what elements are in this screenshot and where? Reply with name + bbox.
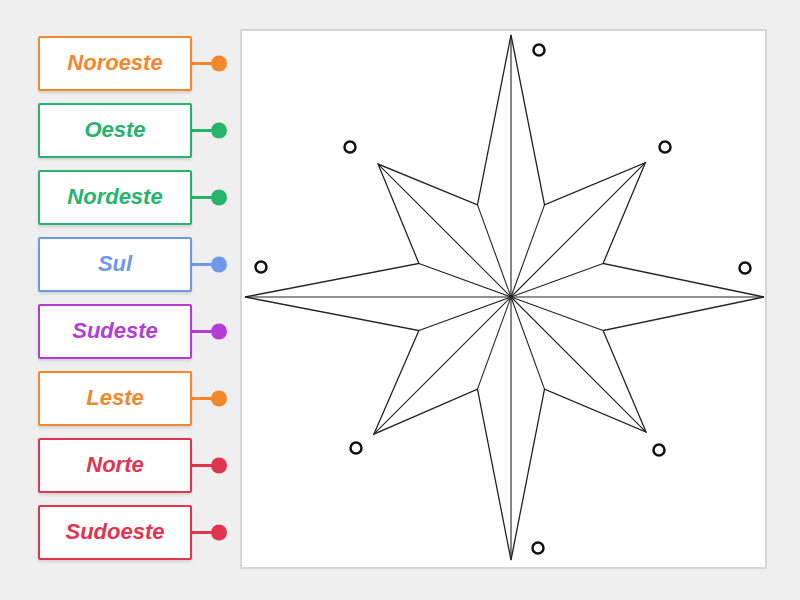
direction-label: Leste (86, 386, 143, 410)
connector-dot (211, 123, 227, 139)
direction-label: Noroeste (67, 51, 162, 75)
label-box: Nordeste (38, 170, 192, 225)
drop-target-circle (345, 142, 356, 153)
star-facet-line (419, 263, 511, 297)
star-facet-line (374, 297, 511, 434)
star-facet-line (511, 297, 603, 331)
label-box: Norte (38, 438, 192, 493)
direction-label: Oeste (84, 118, 145, 142)
star-facet-line (510, 35, 511, 297)
direction-label: Nordeste (67, 185, 162, 209)
star-facet-line (378, 164, 511, 297)
drop-target-circle (533, 543, 544, 554)
star-facet-line (511, 163, 645, 297)
connector-dot (211, 458, 227, 474)
label-box: Sudoeste (38, 505, 192, 560)
direction-label: Sul (98, 252, 132, 276)
star-facet-line (511, 297, 646, 432)
direction-label: Sudeste (72, 319, 158, 343)
star-facet-line (477, 205, 511, 297)
label-box: Sudeste (38, 304, 192, 359)
label-box: Leste (38, 371, 192, 426)
star-facet-line (511, 205, 545, 297)
connector-dot (211, 56, 227, 72)
box-connectors (192, 56, 227, 541)
compass-rose (245, 35, 764, 560)
label-box: Oeste (38, 103, 192, 158)
label-box: Sul (38, 237, 192, 292)
star-facet-line (511, 263, 603, 297)
star-facet-line (511, 297, 545, 389)
connector-dot (211, 324, 227, 340)
star-outline (245, 35, 764, 560)
drawing-panel (241, 30, 766, 568)
drop-target-circle (351, 443, 362, 454)
drop-target-circle (740, 263, 751, 274)
drop-target-circle (534, 45, 545, 56)
star-facet-line (245, 296, 511, 297)
drop-target-circle (256, 262, 267, 273)
label-box: Noroeste (38, 36, 192, 91)
connector-dot (211, 391, 227, 407)
direction-label: Norte (86, 453, 143, 477)
star-facet-line (510, 297, 511, 560)
drop-target-circle (654, 445, 665, 456)
direction-label: Sudoeste (65, 520, 164, 544)
answer-circles (256, 45, 751, 554)
connector-dot (211, 525, 227, 541)
connector-dot (211, 190, 227, 206)
star-facet-line (419, 297, 511, 331)
star-facet-line (477, 297, 511, 389)
connector-dot (211, 257, 227, 273)
drop-target-circle (660, 142, 671, 153)
star-facet-line (511, 296, 764, 297)
